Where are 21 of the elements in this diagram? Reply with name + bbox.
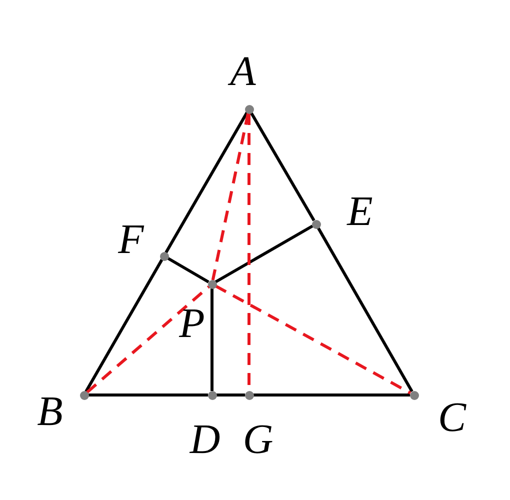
line-segment [214, 224, 314, 284]
point-label: A [230, 51, 256, 93]
line-segment [250, 112, 316, 222]
line-segment [316, 226, 414, 392]
point-label: F [118, 219, 144, 261]
dashed-line [211, 112, 250, 280]
point-label: C [438, 397, 466, 439]
dashed-line [214, 284, 412, 394]
line-segment [164, 112, 248, 254]
point-label: G [242, 419, 274, 461]
point-label: B [37, 391, 63, 433]
point-label: D [190, 419, 220, 461]
line-segment [166, 256, 210, 284]
line-segment [210, 288, 214, 391]
line-segment [216, 394, 245, 396]
point-label: E [347, 191, 373, 233]
line-segment [253, 394, 410, 396]
line-segment [88, 394, 208, 396]
line-segment [84, 258, 164, 392]
dashed-line [86, 285, 210, 394]
point-label: P [179, 303, 205, 345]
